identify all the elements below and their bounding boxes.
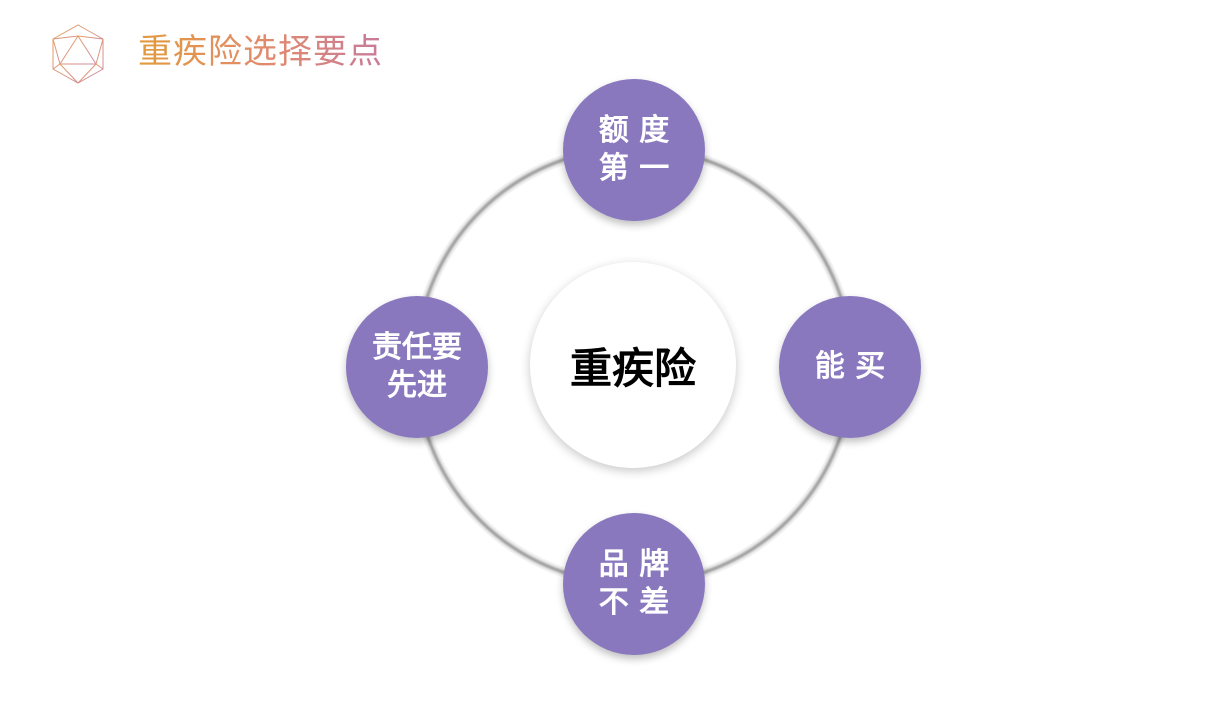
node-affordable: 能 买 — [779, 296, 921, 438]
node-left-line2: 先进 — [387, 368, 447, 403]
slide-title: 重疾险选择要点 — [138, 28, 383, 76]
center-circle: 重疾险 — [530, 262, 736, 468]
node-coverage-advanced: 责任要 先进 — [346, 296, 488, 438]
node-quota-first: 额 度 第 一 — [563, 79, 705, 221]
node-right-line1: 能 买 — [814, 349, 886, 384]
node-bottom-line2: 不 差 — [598, 585, 670, 620]
node-top-line2: 第 一 — [598, 151, 670, 186]
node-left-line1: 责任要 — [372, 330, 462, 365]
node-bottom-line1: 品 牌 — [598, 547, 670, 582]
node-brand-good: 品 牌 不 差 — [563, 513, 705, 655]
icosahedron-logo-icon — [52, 24, 104, 84]
node-top-line1: 额 度 — [598, 113, 670, 148]
center-label: 重疾险 — [569, 343, 696, 393]
